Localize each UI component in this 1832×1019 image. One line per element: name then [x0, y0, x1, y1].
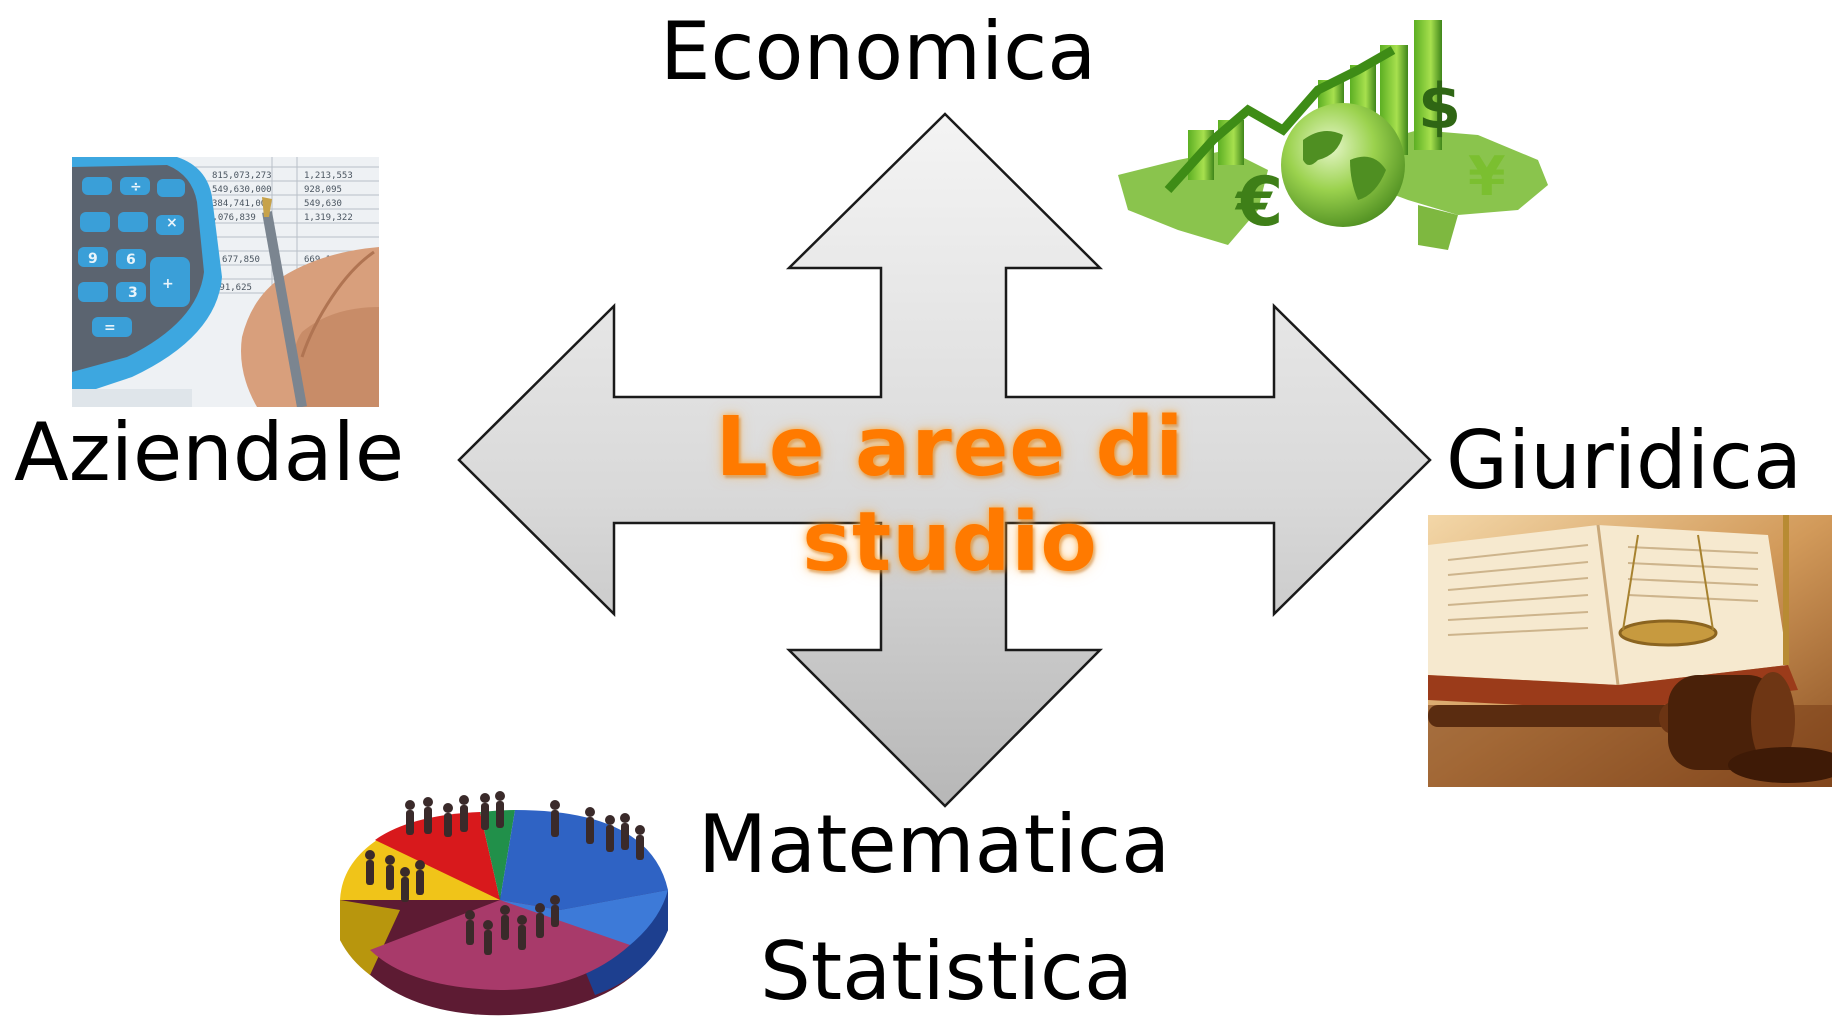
- svg-text:÷: ÷: [130, 179, 142, 195]
- people-pie-chart-icon: [340, 791, 668, 1016]
- svg-text:×: ×: [166, 215, 178, 231]
- svg-text:928,095: 928,095: [304, 185, 342, 195]
- svg-text:1,076,839: 1,076,839: [207, 213, 256, 223]
- svg-text:+: +: [162, 276, 174, 292]
- svg-text:9: 9: [88, 251, 98, 267]
- svg-text:3: 3: [128, 285, 138, 301]
- area-label-aziendale: Aziendale: [14, 406, 405, 499]
- center-title: Le aree di studio: [715, 400, 1185, 590]
- area-label-matematica: Matematica: [698, 798, 1171, 891]
- svg-text:€: €: [1234, 163, 1283, 242]
- area-label-giuridica: Giuridica: [1446, 414, 1803, 507]
- svg-text:591,625: 591,625: [214, 283, 252, 293]
- svg-text:384,741,000: 384,741,000: [212, 199, 272, 209]
- globe-growth-chart-icon: € $ ¥: [1118, 20, 1548, 250]
- svg-text:549,630: 549,630: [304, 199, 342, 209]
- area-label-statistica: Statistica: [760, 925, 1134, 1018]
- arrow-shape: [457, 112, 1432, 808]
- svg-text:1,319,322: 1,319,322: [304, 213, 353, 223]
- svg-text:$: $: [1418, 70, 1461, 143]
- law-book-gavel-scales-icon: [1428, 515, 1832, 787]
- svg-text:1,213,553: 1,213,553: [304, 171, 353, 181]
- svg-text:815,073,273: 815,073,273: [212, 171, 272, 181]
- svg-text:6: 6: [126, 252, 136, 268]
- area-label-economica: Economica: [660, 5, 1097, 98]
- svg-text:=: =: [104, 320, 116, 336]
- svg-text:677,850: 677,850: [222, 255, 260, 265]
- svg-text:¥: ¥: [1468, 145, 1506, 208]
- svg-text:549,630,000: 549,630,000: [212, 185, 272, 195]
